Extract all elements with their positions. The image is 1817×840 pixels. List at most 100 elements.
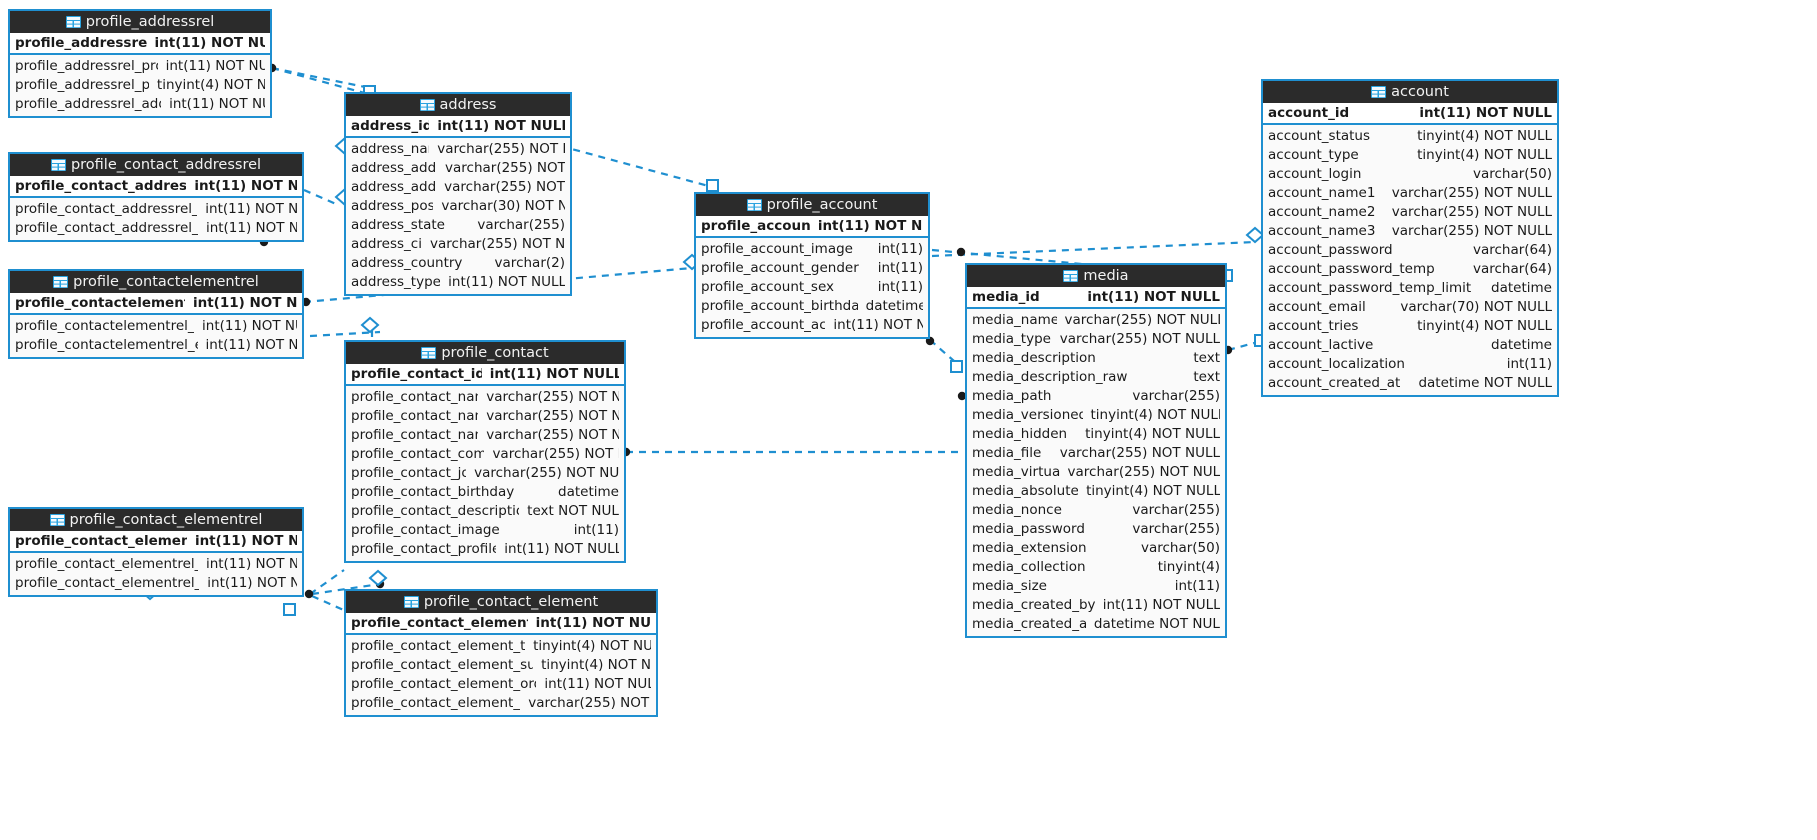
- table-title-address[interactable]: address: [346, 94, 570, 116]
- column-row[interactable]: profile_addressrel_addressint(11) NOT NU…: [10, 95, 270, 114]
- column-row[interactable]: profile_contact_element_contentvarchar(2…: [346, 694, 656, 713]
- table-title-profile_contact[interactable]: profile_contact: [346, 342, 624, 364]
- column-row[interactable]: address_additionvarchar(255) NOT NULL: [346, 159, 570, 178]
- column-row[interactable]: address_postalvarchar(30) NOT NULL: [346, 197, 570, 216]
- table-title-profile_contact_element[interactable]: profile_contact_element: [346, 591, 656, 613]
- endpoint-square: [706, 179, 719, 192]
- table-profile_addressrel[interactable]: profile_addressrelprofile_addressrel_idi…: [8, 9, 272, 118]
- column-type: varchar(255) NOT NULL: [1391, 185, 1552, 201]
- table-title-account[interactable]: account: [1263, 81, 1557, 103]
- table-title-profile_contact_addressrel[interactable]: profile_contact_addressrel: [10, 154, 302, 176]
- table-profile_account[interactable]: profile_accountprofile_account_idint(11)…: [694, 192, 930, 339]
- column-row[interactable]: profile_contact_addressrel_addressint(11…: [10, 219, 302, 238]
- column-row[interactable]: profile_contact_elementrel_contactint(11…: [10, 555, 302, 574]
- table-title-profile_contact_elementrel[interactable]: profile_contact_elementrel: [10, 509, 302, 531]
- table-icon: [746, 199, 762, 211]
- table-title-media[interactable]: media: [967, 265, 1225, 287]
- column-type: varchar(64): [1472, 261, 1552, 277]
- column-row[interactable]: profile_addressrel_publictinyint(4) NOT …: [10, 76, 270, 95]
- column-row[interactable]: profile_contact_element_subtypetinyint(4…: [346, 656, 656, 675]
- column-row[interactable]: profile_contact_elementrel_elementint(11…: [10, 574, 302, 593]
- column-row[interactable]: profile_contactelementrel_profileint(11)…: [10, 317, 302, 336]
- column-row[interactable]: profile_contact_addressrel_contactint(11…: [10, 200, 302, 219]
- table-title-profile_account[interactable]: profile_account: [696, 194, 928, 216]
- column-row[interactable]: address_addressvarchar(255) NOT NULL: [346, 178, 570, 197]
- table-title-profile_addressrel[interactable]: profile_addressrel: [10, 11, 270, 33]
- table-title-profile_contactelementrel[interactable]: profile_contactelementrel: [10, 271, 302, 293]
- column-row[interactable]: profile_account_accountint(11) NOT NULL: [696, 316, 928, 335]
- column-row[interactable]: profile_contact_companyvarchar(255) NOT …: [346, 445, 624, 464]
- column-row[interactable]: profile_contactelementrel_elementint(11)…: [10, 336, 302, 355]
- column-row[interactable]: address_cityvarchar(255) NOT NULL: [346, 235, 570, 254]
